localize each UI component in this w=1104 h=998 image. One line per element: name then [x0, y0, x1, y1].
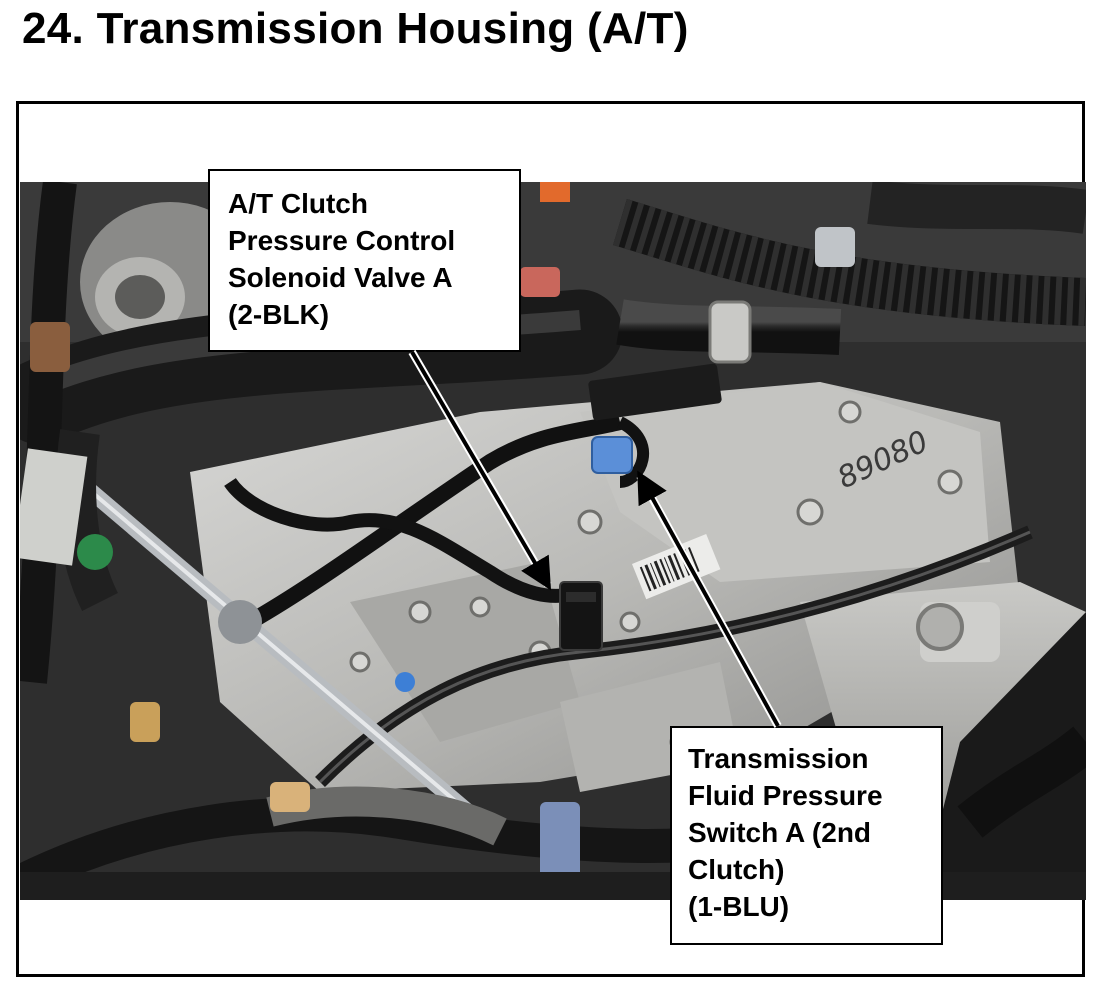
- callout-pressure-switch-a: Transmission Fluid Pressure Switch A (2n…: [670, 726, 943, 945]
- callout-line: Pressure Control: [228, 225, 456, 256]
- callout-line: Fluid Pressure: [688, 780, 883, 811]
- page-title: 24. Transmission Housing (A/T): [22, 4, 689, 53]
- callout-line: Switch A (2nd: [688, 817, 872, 848]
- callout-line: Solenoid Valve A: [228, 262, 453, 293]
- callout-solenoid-valve-a: A/T Clutch Pressure Control Solenoid Val…: [208, 169, 521, 352]
- callout-line: (1-BLU): [688, 891, 790, 922]
- callout-line: Transmission: [688, 743, 869, 774]
- callout-line: (2-BLK): [228, 299, 330, 330]
- callout-line: Clutch): [688, 854, 785, 885]
- callout-line: A/T Clutch: [228, 188, 368, 219]
